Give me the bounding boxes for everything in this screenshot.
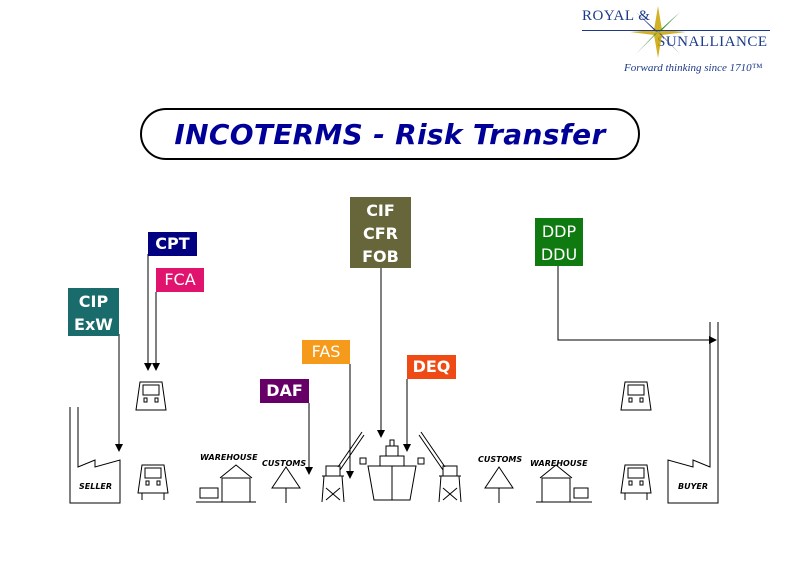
- term-cif-label: CIF: [366, 201, 395, 220]
- truck-icon: [135, 381, 167, 411]
- label-customs-left: CUSTOMS: [262, 459, 307, 468]
- term-cif-cfr-fob: CIF CFR FOB: [350, 197, 411, 268]
- term-fca-label: FCA: [164, 270, 196, 289]
- term-fas-label: FAS: [311, 342, 341, 361]
- term-deq-label: DEQ: [412, 357, 451, 376]
- logo-tagline: Forward thinking since 1710™: [624, 62, 763, 74]
- arrow-ddp-ddu: [557, 265, 717, 344]
- truck-icon: [620, 381, 652, 411]
- compass-star-icon: [630, 6, 686, 58]
- truck-icon: [620, 464, 652, 500]
- seller-factory-icon: [69, 407, 121, 504]
- term-cip-exw: CIP ExW: [68, 288, 119, 336]
- term-deq: DEQ: [407, 355, 456, 379]
- warehouse-icon: [196, 464, 256, 503]
- page-title: INCOTERMS - Risk Transfer: [174, 117, 606, 151]
- truck-icon: [137, 464, 169, 500]
- term-fca: FCA: [156, 268, 204, 292]
- term-cfr-label: CFR: [363, 224, 398, 243]
- logo-brand-line2: SUNALLIANCE: [657, 34, 768, 50]
- logo-divider: [582, 30, 770, 31]
- customs-sign-icon: [271, 466, 301, 503]
- ship-icon: [367, 439, 417, 501]
- crane-icon: [321, 431, 367, 503]
- term-cip-label: CIP: [78, 292, 109, 311]
- logo-brand-line1: ROYAL &: [582, 8, 651, 24]
- term-ddp-label: DDP: [541, 222, 577, 241]
- buyer-factory-icon: [667, 322, 719, 504]
- label-seller: SELLER: [79, 482, 113, 491]
- label-warehouse-right: WAREHOUSE: [530, 459, 588, 468]
- label-warehouse-left: WAREHOUSE: [200, 453, 258, 462]
- term-daf: DAF: [260, 379, 309, 403]
- term-fob-label: FOB: [362, 247, 399, 266]
- term-ddp-ddu: DDP DDU: [535, 218, 583, 266]
- term-daf-label: DAF: [266, 381, 303, 400]
- term-cpt-label: CPT: [155, 234, 190, 253]
- label-customs-right: CUSTOMS: [478, 455, 523, 464]
- title-box: INCOTERMS - Risk Transfer: [140, 108, 640, 160]
- term-ddu-label: DDU: [540, 245, 578, 264]
- customs-sign-icon: [484, 466, 514, 503]
- crane-icon: [417, 431, 462, 503]
- label-buyer: BUYER: [678, 482, 709, 491]
- warehouse-icon: [536, 464, 592, 503]
- term-fas: FAS: [302, 340, 350, 364]
- term-cpt: CPT: [148, 232, 197, 256]
- term-exw-label: ExW: [74, 315, 113, 334]
